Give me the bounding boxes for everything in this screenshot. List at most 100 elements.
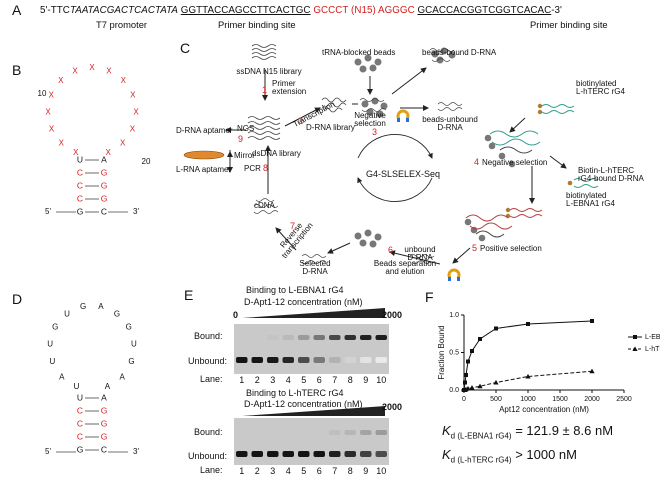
bound-band	[313, 335, 325, 340]
unbound-band	[344, 451, 356, 457]
biotin-hterc-bound-drna-icon	[573, 178, 599, 188]
gel1-subtitle: D-Apt1-12 concentration (nM)	[244, 297, 363, 307]
lane-number: 9	[363, 375, 369, 385]
five-prime-end: 5'	[45, 207, 51, 216]
label-ngs: NGS	[237, 124, 255, 133]
five-prime-end: 5'	[45, 447, 51, 456]
gel1-concentration-wedge	[242, 308, 385, 318]
three-prime-end: 3'	[133, 447, 139, 456]
ssdna-library-icon	[251, 44, 277, 60]
loop-nucleotide-x: X	[121, 76, 127, 85]
negative-selection-complex-icon	[484, 130, 541, 168]
beads-unbound-drna-icon	[437, 102, 463, 111]
unbound-band	[251, 357, 263, 363]
data-point	[590, 319, 594, 323]
selex-cycle-arrows	[357, 133, 433, 203]
position-10-label: 10	[38, 89, 47, 98]
drna-library-icon	[321, 97, 347, 113]
lane-number: 4	[285, 466, 291, 476]
lane-number: 2	[254, 375, 260, 385]
stem-right-nt: G	[101, 405, 108, 415]
label-dsdna-library: dsDNA library	[252, 149, 301, 158]
y-tick-label: 0.5	[449, 349, 459, 356]
panel-letter-d: D	[12, 291, 23, 307]
gel1-lane-label: Lane:	[200, 374, 223, 384]
legend-label: L-EBNA1 rG4	[645, 334, 660, 341]
loop-nucleotide-x: X	[133, 108, 139, 117]
lane-number: 9	[363, 466, 369, 476]
kd-symbol-2: K	[442, 447, 451, 462]
loop-nucleotide: G	[114, 309, 120, 318]
biotin-dot-icon	[537, 103, 543, 109]
x-tick-label: 500	[490, 396, 502, 403]
bound-band	[267, 335, 279, 340]
label-biotin-hterc-bound-drna: Biotin-L-hTERC rG4-bound D-RNA	[578, 166, 644, 184]
label-primer-extension: Primer extension	[272, 79, 307, 97]
unbound-drna-icon	[409, 254, 435, 264]
magnet-icon-2	[447, 268, 461, 281]
stem-left-nt: G	[77, 444, 84, 454]
dsdna-library-icon	[247, 116, 281, 140]
stem-right-nt: A	[101, 392, 107, 402]
loop-nucleotide: G	[126, 323, 132, 332]
caption-t7-promoter: T7 promoter	[96, 19, 148, 30]
label-l-rna-aptamer: L-RNA aptamer	[176, 165, 232, 174]
seq-primer-site-2: GCACCACGGTCGGTCACAC	[417, 5, 552, 16]
loop-nucleotide-x: X	[106, 66, 112, 75]
loop-nucleotide-x: X	[120, 139, 126, 148]
loop-nucleotide: A	[105, 382, 111, 391]
label-beads-bound-drna: beads-bound D-RNA	[422, 48, 497, 57]
bound-band	[375, 430, 387, 435]
unbound-band	[375, 357, 387, 363]
kd-symbol-1: K	[442, 423, 451, 438]
step-4: 4	[474, 157, 480, 167]
cdna-icon	[253, 198, 279, 214]
gel1-title: Binding to L-EBNA1 rG4	[246, 285, 344, 295]
x-tick-label: 1000	[520, 396, 536, 403]
unbound-band	[267, 357, 279, 363]
bound-band	[360, 430, 372, 435]
label-g4-slselex-seq: G4-SLSELEX-Seq	[366, 169, 441, 179]
step-9: 9	[238, 134, 244, 144]
mirror-icon	[183, 150, 225, 160]
stem-right-nt: G	[101, 167, 108, 177]
label-negative-selection-1: Negative selection	[354, 111, 386, 129]
positive-selection-complex-icon	[464, 214, 513, 242]
data-point	[469, 385, 475, 390]
bound-band	[375, 335, 387, 340]
label-mirror: Mirror	[234, 151, 255, 160]
loop-nucleotide: G	[80, 302, 86, 311]
x-tick-label: 0	[462, 396, 466, 403]
lane-number: 8	[347, 375, 353, 385]
step-6: 6	[388, 245, 394, 255]
label-negative-selection-2: Negative selection	[482, 158, 548, 167]
beads-separation-icon	[354, 229, 382, 248]
kd-ebna1: Kd (L-EBNA1 rG4) = 121.9 ± 8.6 nM	[442, 423, 613, 441]
unbound-band	[313, 451, 325, 457]
lane-number: 7	[332, 466, 338, 476]
data-point	[493, 379, 499, 385]
gel1-zero: 0	[233, 310, 239, 320]
seq-primer-site-1: GGTTACCAGCCTTCACTGC	[180, 5, 311, 16]
three-prime-end: 3'	[133, 207, 139, 216]
loop-nucleotide: U	[47, 340, 53, 349]
data-point	[494, 326, 498, 331]
lane-number: 3	[270, 466, 276, 476]
loop-nucleotide-x: X	[72, 66, 78, 75]
gel2-concentration-wedge	[242, 406, 385, 416]
loop-nucleotide: A	[59, 372, 65, 381]
lane-number: 5	[301, 375, 307, 385]
seq-3prime: -3'	[551, 5, 562, 16]
data-point	[478, 337, 482, 341]
unbound-band	[360, 451, 372, 457]
panel-letter-b: B	[12, 62, 22, 78]
x-tick-label: 2000	[584, 396, 600, 403]
lane-number: 3	[270, 375, 276, 385]
stem-left-nt: U	[77, 392, 83, 402]
y-tick-label: 0.0	[449, 387, 459, 394]
step-7: 7	[290, 221, 296, 231]
panel-letter-e: E	[184, 287, 194, 303]
gel2-subtitle: D-Apt1-12 concentration (nM)	[244, 399, 363, 409]
label-biotinylated-ebna1: biotinylated L-EBNA1 rG4	[566, 191, 615, 209]
